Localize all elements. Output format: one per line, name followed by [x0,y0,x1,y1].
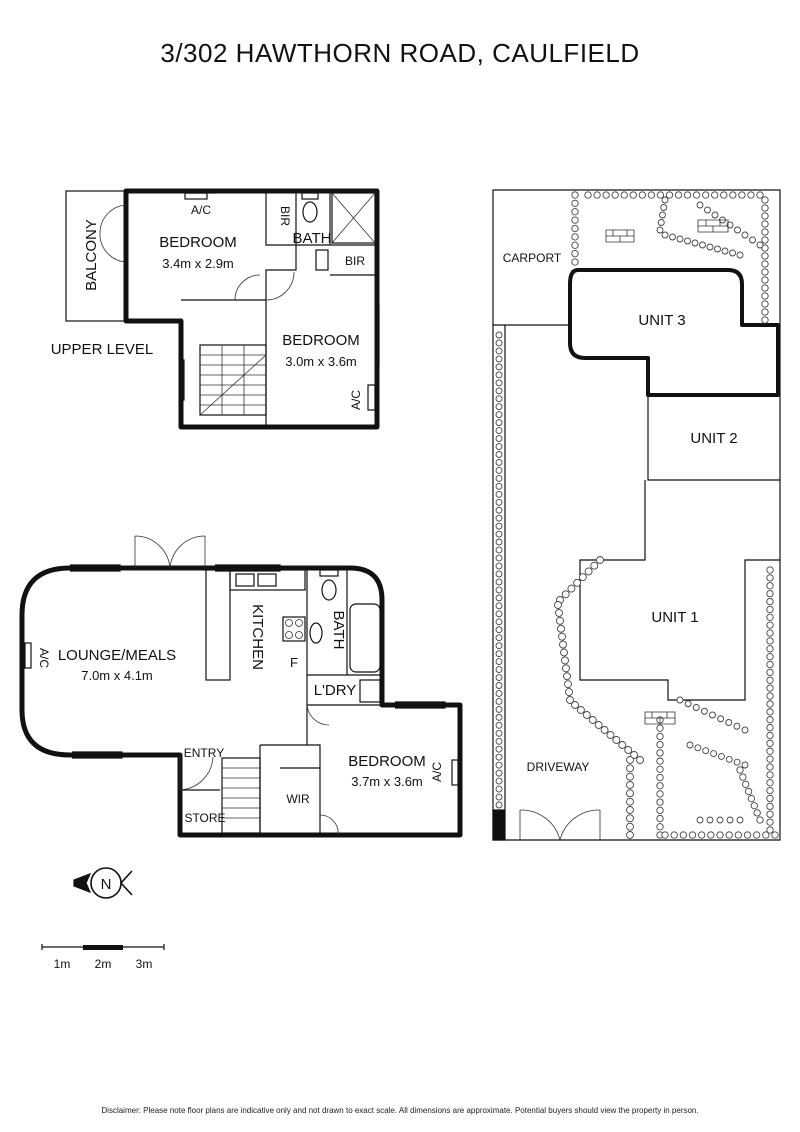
ground-toilet [321,579,337,601]
unit-3-label: UNIT 3 [638,312,685,329]
kitchen-bench [205,569,231,681]
paving-symbols [605,219,729,725]
unit-2-outline [647,395,780,481]
upper-bir-2: BIR [345,254,365,268]
ground-bath-label: BATH [330,611,347,650]
fridge-label: F [290,655,298,670]
ground-french-door [134,535,206,569]
scale-tick-1: 1m [54,957,71,971]
entry-door [179,755,214,791]
page-title: 3/302 HAWTHORN ROAD, CAULFIELD [160,38,639,68]
garden-shrubs [495,191,779,839]
scale-tick-3: 3m [136,957,153,971]
upper-level-label: UPPER LEVEL [51,341,154,358]
laundry-tub [359,679,381,703]
laundry-label: L'DRY [314,682,357,699]
upper-bedroom-2-size: 3.0m x 3.6m [285,354,357,369]
compass-north-label: N [101,876,112,893]
entry-label: ENTRY [184,746,224,760]
upper-stairs [199,344,267,416]
site-plan: CARPORT UNIT 3 UNIT 2 UNIT 1 DRIVEWAY [492,189,781,841]
upper-door-arcs [234,271,295,301]
upper-outer-wall [123,188,380,430]
ground-windows [70,564,446,759]
upper-ac-1: A/C [191,203,211,217]
upper-bedroom-1-name: BEDROOM [159,234,237,251]
upper-internal-walls [181,191,377,427]
upper-ac-2: A/C [349,390,363,410]
ground-ac-1: A/C [37,648,51,668]
upper-bedroom-1-size: 3.4m x 2.9m [162,256,234,271]
balcony-label: BALCONY [83,219,100,291]
unit-1-label: UNIT 1 [651,609,698,626]
wir-label: WIR [286,792,310,806]
ground-bedroom-size: 3.7m x 3.6m [351,774,423,789]
site-boundary [492,189,781,841]
kitchen-label: KITCHEN [249,604,266,670]
lounge-name: LOUNGE/MEALS [58,647,176,664]
ground-bedroom-name: BEDROOM [348,753,426,770]
ground-basin [309,622,323,644]
scale-tick-2: 2m [95,957,112,971]
upper-bath-label: BATH [293,230,332,247]
balcony-door [99,204,127,263]
store-label: STORE [184,811,225,825]
ground-outer-wall [19,565,463,838]
carport-label: CARPORT [503,251,562,265]
unit-3-outline [568,268,780,397]
cooktop [282,616,306,642]
upper-bir-1: BIR [278,206,292,226]
lounge-size: 7.0m x 4.1m [81,668,153,683]
ground-bathtub [349,603,381,673]
ground-ac-2: A/C [430,762,444,782]
upper-bedroom-2-name: BEDROOM [282,332,360,349]
ground-stairs [221,757,261,834]
unit-1-outline [579,480,780,701]
upper-level-plan: BALCONY A/C BIR BATH BIR BEDROOM 3.4m x … [51,188,380,430]
ground-internal-walls [180,568,382,835]
unit-2-label: UNIT 2 [690,430,737,447]
upper-toilet [302,201,318,223]
disclaimer: Disclaimer: Please note floor plans are … [101,1106,698,1115]
driveway-label: DRIVEWAY [527,760,590,774]
upper-shower [331,192,376,244]
upper-basin [315,249,329,271]
driveway-gate [519,809,601,841]
compass: N [73,867,133,899]
ground-level-plan: A/C LOUNGE/MEALS 7.0m x 4.1m KITCHEN BAT… [19,535,463,838]
scale-bar: 1m 2m 3m [41,944,165,971]
